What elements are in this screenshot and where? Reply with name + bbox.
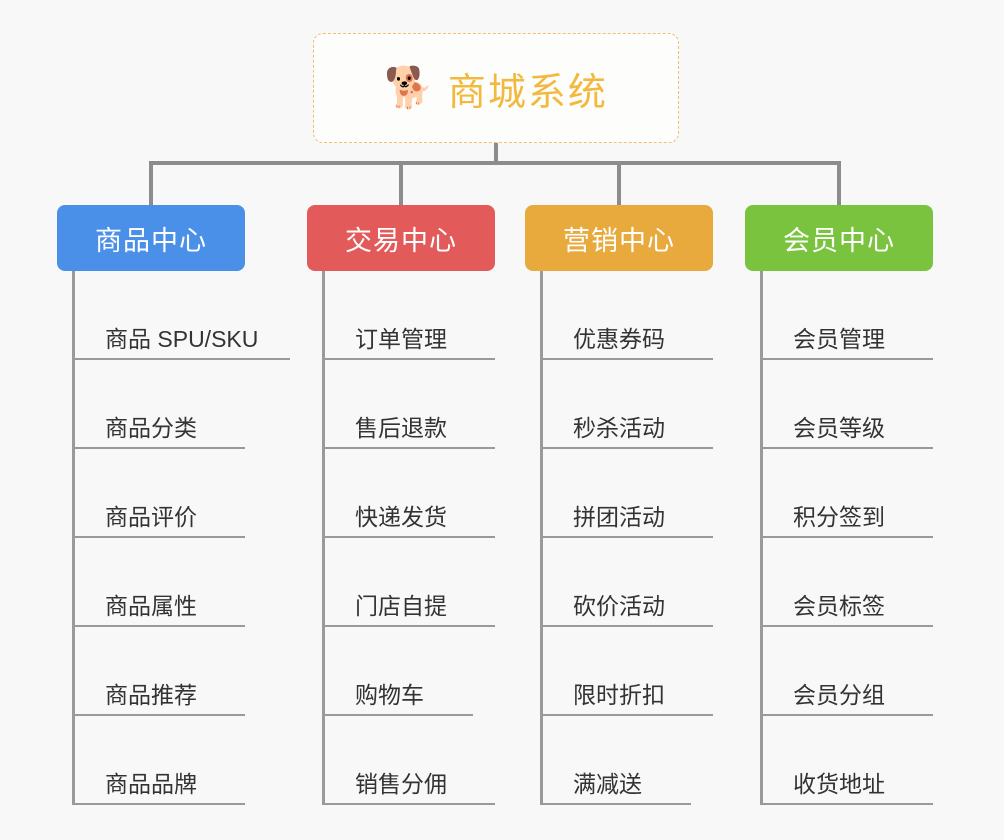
leaf-item-label: 会员等级 bbox=[793, 414, 885, 441]
leaf-item-label: 商品 SPU/SKU bbox=[105, 325, 259, 352]
branch-column-marketing-center: 营销中心 优惠券码 秒杀活动 拼团活动 砍价活动 限时折扣 满减送 bbox=[525, 205, 713, 805]
leaf-item-label: 积分签到 bbox=[793, 503, 885, 530]
leaf-item-label: 砍价活动 bbox=[573, 592, 665, 619]
leaf-item[interactable]: 会员管理 bbox=[763, 271, 933, 360]
connector-drop-b1 bbox=[149, 161, 153, 205]
connector-root-stem bbox=[494, 143, 498, 163]
leaf-item-label: 商品推荐 bbox=[105, 681, 197, 708]
leaf-item-label: 拼团活动 bbox=[573, 503, 665, 530]
leaf-item[interactable]: 砍价活动 bbox=[543, 538, 713, 627]
leaf-item[interactable]: 快递发货 bbox=[325, 449, 495, 538]
leaf-item-label: 限时折扣 bbox=[573, 681, 665, 708]
connector-drop-b3 bbox=[617, 161, 621, 205]
leaf-item[interactable]: 商品 SPU/SKU bbox=[75, 271, 290, 360]
leaf-item[interactable]: 会员分组 bbox=[763, 627, 933, 716]
leaf-list-marketing-center: 优惠券码 秒杀活动 拼团活动 砍价活动 限时折扣 满减送 bbox=[540, 271, 713, 805]
root-node-title: 商城系统 bbox=[447, 71, 608, 114]
leaf-item[interactable]: 积分签到 bbox=[763, 449, 933, 538]
leaf-item-label: 订单管理 bbox=[355, 325, 447, 352]
root-node-shop-system[interactable]: 🐕 商城系统 bbox=[313, 33, 679, 143]
branch-header-label: 交易中心 bbox=[345, 225, 457, 256]
connector-horizontal-bus bbox=[149, 161, 841, 165]
leaf-item-label: 快递发货 bbox=[355, 503, 447, 530]
leaf-item-label: 优惠券码 bbox=[573, 325, 665, 352]
leaf-item-label: 会员标签 bbox=[793, 592, 885, 619]
leaf-item-label: 销售分佣 bbox=[355, 770, 447, 797]
leaf-item[interactable]: 会员等级 bbox=[763, 360, 933, 449]
branch-column-product-center: 商品中心 商品 SPU/SKU 商品分类 商品评价 商品属性 商品推荐 商品品牌 bbox=[57, 205, 290, 805]
leaf-item[interactable]: 售后退款 bbox=[325, 360, 495, 449]
leaf-item-label: 秒杀活动 bbox=[573, 414, 665, 441]
leaf-item[interactable]: 秒杀活动 bbox=[543, 360, 713, 449]
leaf-item[interactable]: 商品推荐 bbox=[75, 627, 245, 716]
leaf-list-product-center: 商品 SPU/SKU 商品分类 商品评价 商品属性 商品推荐 商品品牌 bbox=[72, 271, 290, 805]
leaf-item[interactable]: 限时折扣 bbox=[543, 627, 713, 716]
connector-drop-b4 bbox=[837, 161, 841, 205]
leaf-item[interactable]: 拼团活动 bbox=[543, 449, 713, 538]
leaf-item[interactable]: 商品评价 bbox=[75, 449, 245, 538]
branch-header-label: 营销中心 bbox=[563, 225, 675, 256]
branch-header-label: 商品中心 bbox=[95, 225, 207, 256]
branch-header-member-center[interactable]: 会员中心 bbox=[745, 205, 933, 271]
leaf-item[interactable]: 商品分类 bbox=[75, 360, 245, 449]
leaf-item-label: 商品评价 bbox=[105, 503, 197, 530]
leaf-list-member-center: 会员管理 会员等级 积分签到 会员标签 会员分组 收货地址 bbox=[760, 271, 933, 805]
leaf-item[interactable]: 商品属性 bbox=[75, 538, 245, 627]
leaf-item-label: 购物车 bbox=[355, 681, 424, 708]
leaf-item[interactable]: 销售分佣 bbox=[325, 716, 495, 805]
leaf-item[interactable]: 商品品牌 bbox=[75, 716, 245, 805]
leaf-item[interactable]: 会员标签 bbox=[763, 538, 933, 627]
leaf-list-trade-center: 订单管理 售后退款 快递发货 门店自提 购物车 销售分佣 bbox=[322, 271, 495, 805]
leaf-item[interactable]: 收货地址 bbox=[763, 716, 933, 805]
branch-column-member-center: 会员中心 会员管理 会员等级 积分签到 会员标签 会员分组 收货地址 bbox=[745, 205, 933, 805]
leaf-item-label: 满减送 bbox=[573, 770, 642, 797]
leaf-item-label: 商品分类 bbox=[105, 414, 197, 441]
leaf-item[interactable]: 订单管理 bbox=[325, 271, 495, 360]
leaf-item-label: 会员管理 bbox=[793, 325, 885, 352]
leaf-item-label: 售后退款 bbox=[355, 414, 447, 441]
leaf-item[interactable]: 优惠券码 bbox=[543, 271, 713, 360]
leaf-item[interactable]: 购物车 bbox=[325, 627, 473, 716]
leaf-item-label: 商品品牌 bbox=[105, 770, 197, 797]
connector-drop-b2 bbox=[399, 161, 403, 205]
leaf-item[interactable]: 满减送 bbox=[543, 716, 691, 805]
branch-header-product-center[interactable]: 商品中心 bbox=[57, 205, 245, 271]
branch-column-trade-center: 交易中心 订单管理 售后退款 快递发货 门店自提 购物车 销售分佣 bbox=[307, 205, 495, 805]
shiba-dog-face-icon: 🐕 bbox=[384, 66, 434, 110]
leaf-item-label: 会员分组 bbox=[793, 681, 885, 708]
leaf-item-label: 收货地址 bbox=[793, 770, 885, 797]
branch-header-trade-center[interactable]: 交易中心 bbox=[307, 205, 495, 271]
leaf-item-label: 门店自提 bbox=[355, 592, 447, 619]
branch-header-label: 会员中心 bbox=[783, 225, 895, 256]
leaf-item-label: 商品属性 bbox=[105, 592, 197, 619]
branch-header-marketing-center[interactable]: 营销中心 bbox=[525, 205, 713, 271]
leaf-item[interactable]: 门店自提 bbox=[325, 538, 495, 627]
